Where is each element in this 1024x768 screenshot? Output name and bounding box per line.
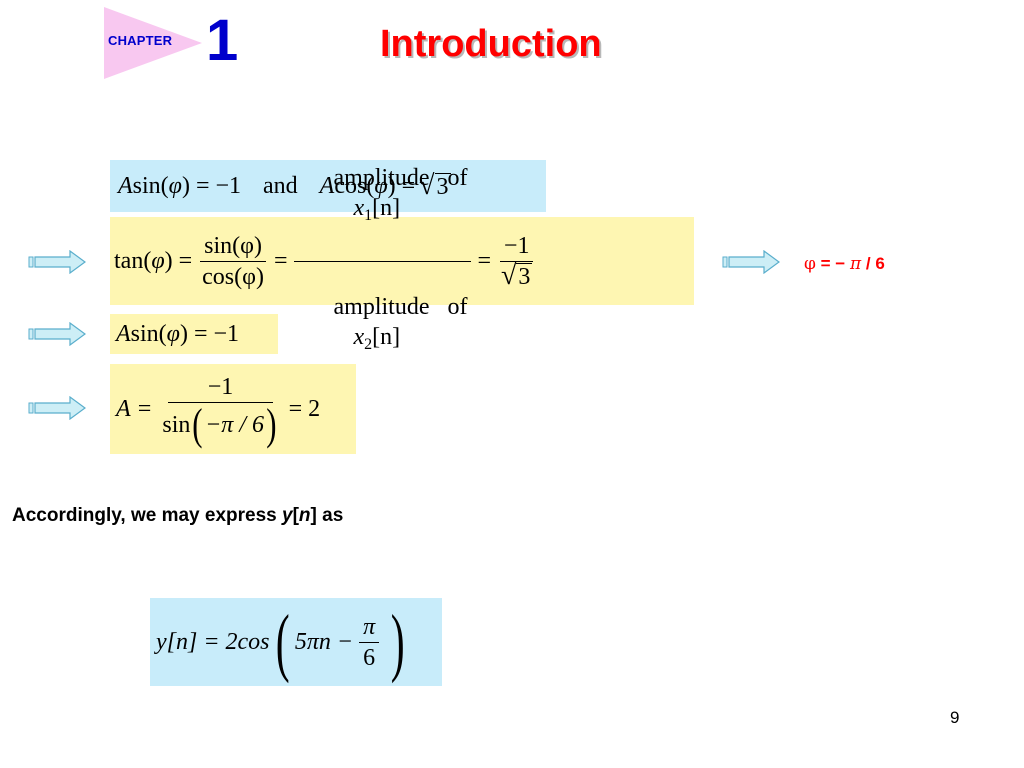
accord-text-b: ] as (310, 505, 344, 526)
eq1-close2: ) = (387, 172, 416, 199)
final-frac-num: π (359, 612, 380, 643)
accordingly-text: Accordingly, we may express y[n] as (12, 505, 343, 527)
left-paren-icon: ( (275, 600, 290, 684)
equation-1: A sin( φ ) = −1 and A cos( φ ) = √3 (110, 160, 546, 212)
eq2-den-amplitude: amplitude of (333, 293, 468, 320)
eq1-cos: cos( (334, 172, 375, 199)
accord-text-a: Accordingly, we may express (12, 505, 282, 526)
eq2-num-amplitude: amplitude of (333, 164, 468, 191)
final-frac-den: 6 (363, 644, 376, 671)
eq2-frac1-den: cos(φ) (202, 263, 264, 290)
eq2-frac-result: −1 √3 (497, 231, 536, 292)
eq2-sqrt: √3 (501, 259, 533, 291)
eq2-num-sub: 1 (364, 206, 373, 224)
eq1-close: ) = −1 (181, 172, 242, 199)
eq2-radicand: 3 (516, 262, 533, 290)
equation-3: A sin( φ ) = −1 (110, 314, 278, 354)
eq2-num-x: x (353, 194, 365, 221)
accord-bracket: [ (292, 505, 299, 526)
eq4-frac: −1 sin(−π / 6) (158, 372, 282, 447)
eq4-rhs: = 2 (288, 395, 321, 422)
eq2-frac-amplitude: amplitude of x1[n] amplitude of x2[n] (293, 133, 472, 390)
eq2-frac2-num: amplitude of x1[n] (293, 133, 472, 262)
chapter-number: 1 (206, 8, 239, 73)
arrow-right-icon (28, 322, 86, 346)
phi-result-tail: / 6 (865, 254, 885, 273)
phi-result: φ = − π / 6 (804, 254, 885, 274)
eq2-num-idx: [n] (372, 194, 401, 221)
eq2-lhs-close: ) = (164, 247, 193, 274)
eq2-phi: φ (151, 247, 165, 274)
eq1-phi2: φ (374, 172, 388, 199)
equation-4: A = −1 sin(−π / 6) = 2 (110, 364, 356, 454)
eq1-and: and (263, 172, 298, 199)
chapter-label: CHAPTER (108, 33, 173, 48)
eq2-den-x: x (353, 323, 365, 350)
eq1-radicand: 3 (434, 173, 451, 200)
final-lhs: y[n] = 2cos (156, 628, 270, 655)
slide-title: Introduction (380, 23, 602, 65)
eq1-sin: sin( (132, 172, 169, 199)
right-paren-icon: ) (266, 399, 277, 449)
phi-result-eq: = − (815, 254, 846, 273)
arrow-right-icon (722, 250, 780, 274)
eq2-frac3-num: −1 (499, 231, 534, 262)
phi-result-pi: π (849, 254, 862, 274)
equation-2: tan( φ ) = sin(φ) cos(φ) = amplitude of … (110, 165, 694, 353)
eq3-sin: sin( (130, 320, 167, 347)
eq2-frac2-den: amplitude of x2[n] (294, 262, 472, 390)
arrow-right-icon (28, 396, 86, 420)
final-arg: 5πn − (294, 628, 354, 655)
eq2-den-sub: 2 (364, 335, 373, 353)
eq2-tan: tan( (114, 247, 152, 274)
eq4-den-sin: sin (162, 411, 191, 438)
eq2-den-idx: [n] (372, 323, 401, 350)
phi-symbol: φ (804, 254, 816, 274)
eq1-A: A (118, 172, 133, 199)
eq2-frac-sin-cos: sin(φ) cos(φ) (198, 231, 268, 292)
chapter-tag-shape (104, 7, 202, 79)
sqrt-symbol-icon: √ (501, 259, 517, 291)
final-equation: y[n] = 2cos ( 5πn − π 6 ) (150, 598, 442, 686)
eq2-frac1-num: sin(φ) (200, 231, 266, 262)
left-paren-icon: ( (192, 399, 203, 449)
eq1-A2: A (319, 172, 335, 199)
accord-n: n (298, 505, 311, 526)
eq4-num: −1 (167, 372, 274, 403)
eq4-den-arg: −π / 6 (205, 411, 264, 438)
right-paren-icon: ) (390, 600, 405, 684)
sqrt-symbol-icon: √ (419, 170, 435, 201)
eq4-lhs: A = (116, 395, 153, 422)
eq4-den: sin(−π / 6) (158, 399, 282, 449)
eq2-eq-b: = (477, 247, 492, 274)
eq2-eq: = (273, 247, 288, 274)
eq3-close: ) = −1 (179, 320, 240, 347)
accord-y: y (282, 505, 293, 526)
eq1-phi: φ (168, 172, 182, 199)
page-number: 9 (950, 708, 960, 727)
eq2-frac3-den: √3 (497, 259, 536, 292)
eq3-A: A (116, 320, 131, 347)
final-frac: π 6 (359, 612, 380, 673)
arrow-right-icon (28, 250, 86, 274)
eq1-sqrt: √3 (419, 170, 451, 201)
eq3-phi: φ (166, 320, 180, 347)
